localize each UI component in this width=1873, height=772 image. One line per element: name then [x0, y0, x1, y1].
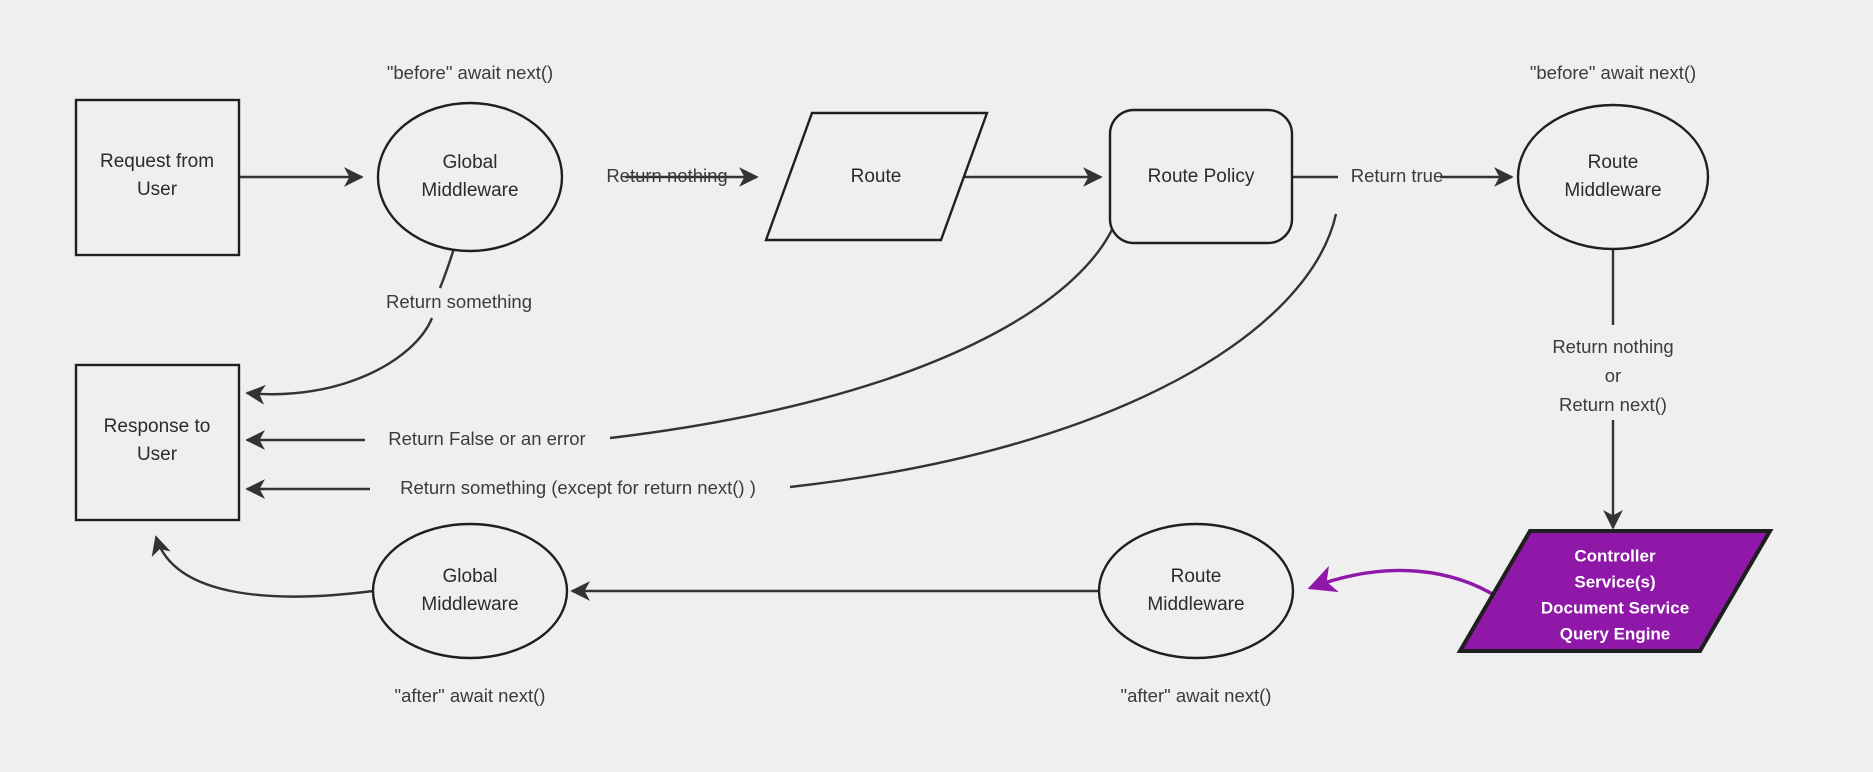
node-route-policy-label: Route Policy: [1148, 166, 1255, 187]
node-route-middleware-before-line2: Middleware: [1564, 180, 1661, 201]
node-global-middleware-after[interactable]: Global Middleware: [371, 522, 569, 660]
node-route-policy[interactable]: Route Policy: [1108, 108, 1294, 245]
node-route-middleware-before[interactable]: Route Middleware: [1516, 103, 1710, 251]
edge-label-return-nothing: Return nothing: [606, 165, 727, 186]
node-route-middleware-before-line1: Route: [1588, 152, 1639, 173]
annotation-after-route-middleware: "after" await next(): [1121, 685, 1272, 706]
node-route-middleware-after-line2: Middleware: [1147, 594, 1244, 615]
annotation-before-global-middleware: "before" await next(): [387, 62, 553, 83]
edge-route-policy-return-false: [609, 214, 1120, 440]
edge-label-return-false-or-error: Return False or an error: [388, 428, 585, 449]
edge-controller-to-route-middleware-after: [1307, 565, 1500, 600]
edge-route-middleware-return-something-except: [789, 213, 1338, 489]
node-route-middleware-after[interactable]: Route Middleware: [1097, 522, 1295, 660]
edge-global-middleware-after-to-response: [151, 535, 374, 598]
edge-label-return-true: Return true: [1351, 165, 1444, 186]
edge-global-middleware-return-something-curve: [245, 317, 434, 405]
edge-label-return-nothing-or-next-line3: Return next(): [1559, 394, 1667, 415]
node-response-to-user-line2: User: [137, 444, 178, 465]
annotation-before-route-middleware: "before" await next(): [1530, 62, 1696, 83]
node-controller-services-line2: Service(s): [1574, 572, 1655, 591]
node-controller-services-line1: Controller: [1574, 546, 1656, 565]
edge-label-return-something: Return something: [386, 291, 532, 312]
node-request-from-user[interactable]: Request from User: [74, 98, 241, 257]
edge-label-return-nothing-or-next-line2: or: [1605, 365, 1621, 386]
node-request-from-user-line1: Request from: [100, 151, 214, 172]
node-global-middleware-after-line2: Middleware: [421, 594, 518, 615]
node-global-middleware-before-line2: Middleware: [421, 180, 518, 201]
node-global-middleware-before[interactable]: Global Middleware: [376, 101, 564, 253]
node-controller-services[interactable]: Controller Service(s) Document Service Q…: [1456, 529, 1774, 653]
node-response-to-user[interactable]: Response to User: [74, 363, 241, 522]
node-controller-services-line4: Query Engine: [1560, 624, 1671, 643]
node-route-middleware-after-line1: Route: [1171, 566, 1222, 587]
node-global-middleware-before-line1: Global: [443, 152, 498, 173]
node-route-label: Route: [851, 166, 902, 187]
edge-label-return-something-except: Return something (except for return next…: [400, 477, 756, 498]
node-controller-services-line3: Document Service: [1541, 598, 1689, 617]
node-request-from-user-line2: User: [137, 179, 178, 200]
edge-label-return-nothing-or-next-line1: Return nothing: [1552, 336, 1673, 357]
annotation-after-global-middleware: "after" await next(): [395, 685, 546, 706]
node-response-to-user-line1: Response to: [104, 416, 211, 437]
node-global-middleware-after-line1: Global: [443, 566, 498, 587]
node-route[interactable]: Route: [764, 111, 989, 242]
